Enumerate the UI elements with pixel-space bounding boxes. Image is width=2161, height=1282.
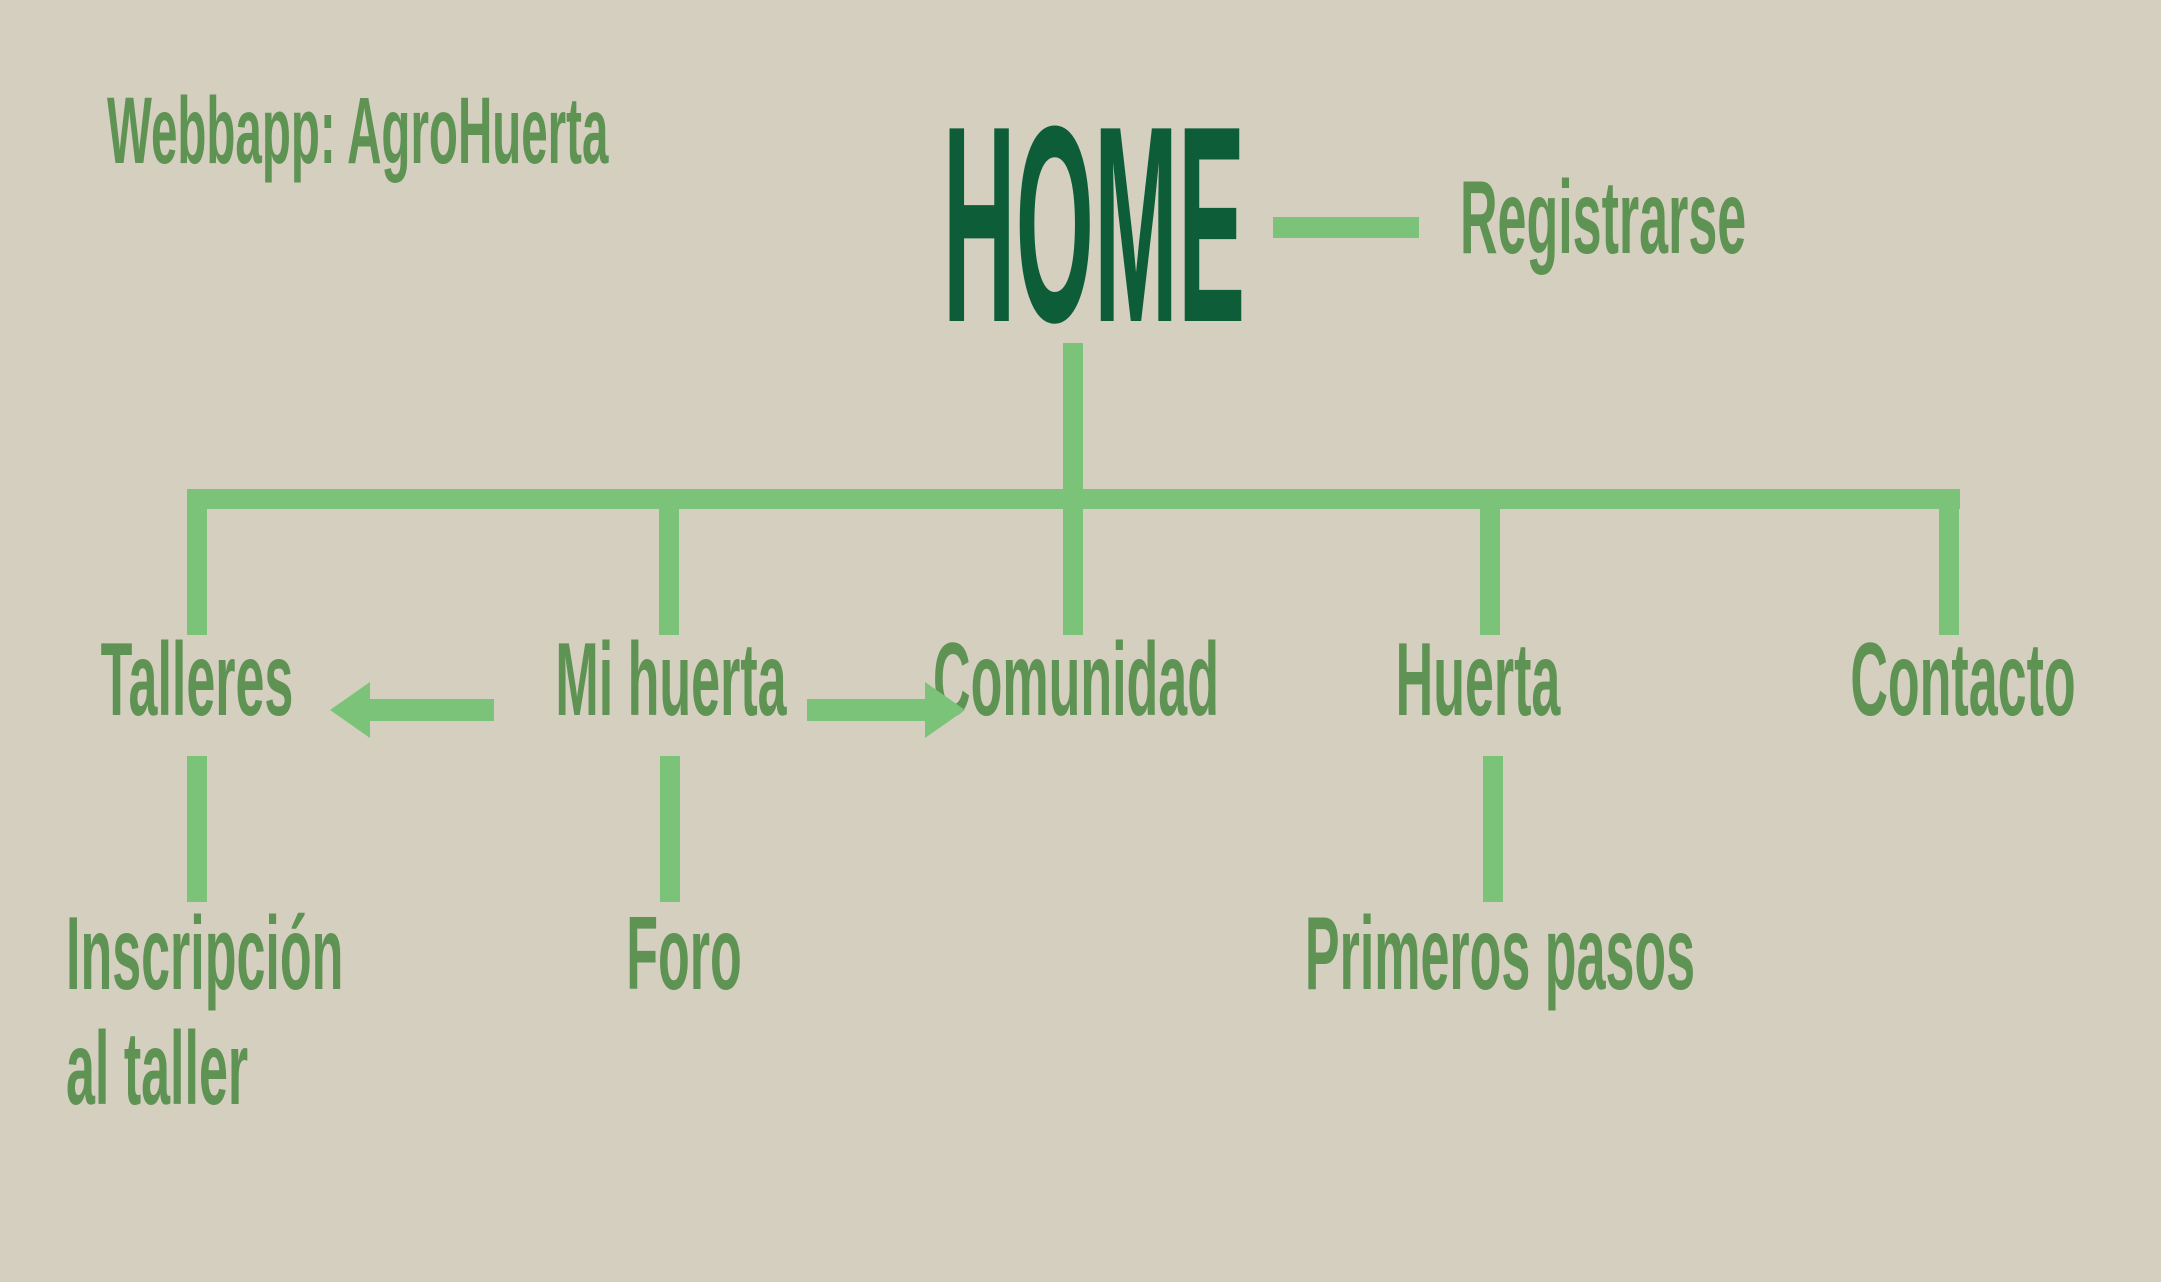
node-inscripcion-line2: al taller: [66, 1011, 249, 1127]
node-huerta: Huerta: [1313, 628, 1642, 732]
child-leg-primeros-pasos: [1483, 756, 1503, 902]
arrow-to-talleres-shaft: [368, 699, 494, 721]
node-inscripcion-al-taller: Inscripción al taller: [66, 902, 621, 1121]
node-foro: Foro: [568, 902, 799, 1006]
node-contacto-label: Contacto: [1850, 622, 2076, 738]
node-talleres-label: Talleres: [100, 622, 294, 738]
node-registrarse-label: Registrarse: [1460, 160, 1747, 276]
branch-leg-comunidad: [1063, 509, 1083, 635]
node-foro-label: Foro: [626, 896, 742, 1012]
app-title-text: Webbapp: AgroHuerta: [107, 78, 609, 184]
branch-leg-huerta: [1480, 509, 1500, 635]
child-leg-foro: [660, 756, 680, 902]
node-mi-huerta-label: Mi huerta: [555, 622, 787, 738]
branch-leg-talleres: [187, 509, 207, 635]
branch-leg-mi-huerta: [659, 509, 679, 635]
node-comunidad-label: Comunidad: [933, 622, 1219, 738]
child-leg-inscripcion: [187, 756, 207, 902]
node-inscripcion-line1: Inscripción: [66, 896, 344, 1012]
node-primeros-pasos-label: Primeros pasos: [1304, 896, 1696, 1012]
node-home-label: HOME: [942, 69, 1246, 381]
arrow-to-comunidad-shaft: [807, 699, 927, 721]
arrow-to-comunidad-head: [925, 682, 965, 738]
branch-horizontal-line: [187, 489, 1960, 509]
node-primeros-pasos: Primeros pasos: [1110, 902, 1890, 1006]
arrow-to-talleres-head: [330, 682, 370, 738]
node-contacto: Contacto: [1738, 628, 2161, 732]
node-talleres: Talleres: [4, 628, 389, 732]
home-registrarse-connector: [1273, 217, 1419, 238]
home-branch-trunk: [1063, 343, 1083, 490]
node-mi-huerta: Mi huerta: [440, 628, 902, 732]
app-title: Webbapp: AgroHuerta: [107, 84, 1110, 179]
node-comunidad: Comunidad: [790, 628, 1362, 732]
node-registrarse: Registrarse: [1460, 166, 2032, 270]
node-home: HOME: [674, 85, 1514, 365]
branch-leg-contacto: [1939, 509, 1959, 635]
node-huerta-label: Huerta: [1395, 622, 1561, 738]
